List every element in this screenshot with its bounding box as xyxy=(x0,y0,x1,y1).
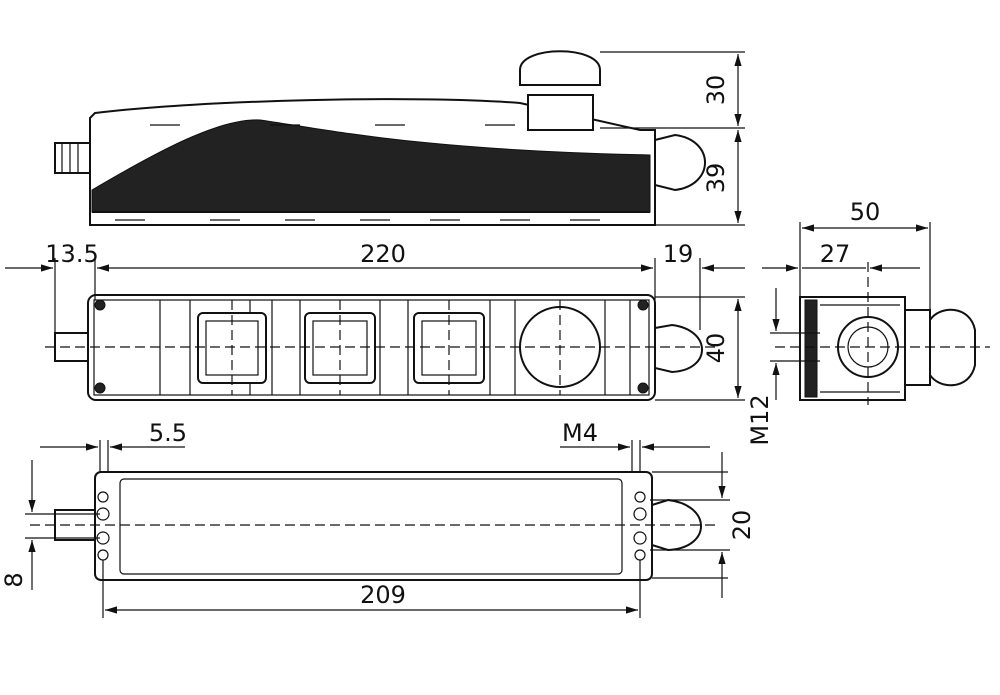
top-view xyxy=(45,294,720,401)
ribbed-body xyxy=(91,119,651,213)
bottom-body xyxy=(94,471,653,581)
dim-length: 220 xyxy=(360,240,406,268)
dim-center-depth: 27 xyxy=(820,240,851,268)
right-dome xyxy=(654,133,706,192)
dim-screw-thread: M4 xyxy=(562,419,598,447)
dim-hole-offset: 5.5 xyxy=(149,419,187,447)
dim-hole-edge: 8 xyxy=(0,572,28,587)
dim-mount-length: 209 xyxy=(360,581,406,609)
dim-total-depth: 50 xyxy=(850,198,881,226)
dim-left-offset: 13.5 xyxy=(45,240,98,268)
mushroom-button[interactable] xyxy=(519,50,601,86)
dim-hole-spacing: 20 xyxy=(728,510,756,541)
dim-body-height: 39 xyxy=(702,163,730,194)
dim-connector-thread: M12 xyxy=(746,394,774,445)
bottom-view xyxy=(30,471,720,581)
dim-button-height: 30 xyxy=(702,75,730,106)
side-view xyxy=(54,50,706,226)
end-view xyxy=(775,262,990,405)
button-collar xyxy=(527,94,594,131)
end-mushroom xyxy=(929,308,976,387)
dim-right-offset: 19 xyxy=(663,240,694,268)
left-connector xyxy=(54,142,91,174)
dim-width: 40 xyxy=(702,333,730,364)
